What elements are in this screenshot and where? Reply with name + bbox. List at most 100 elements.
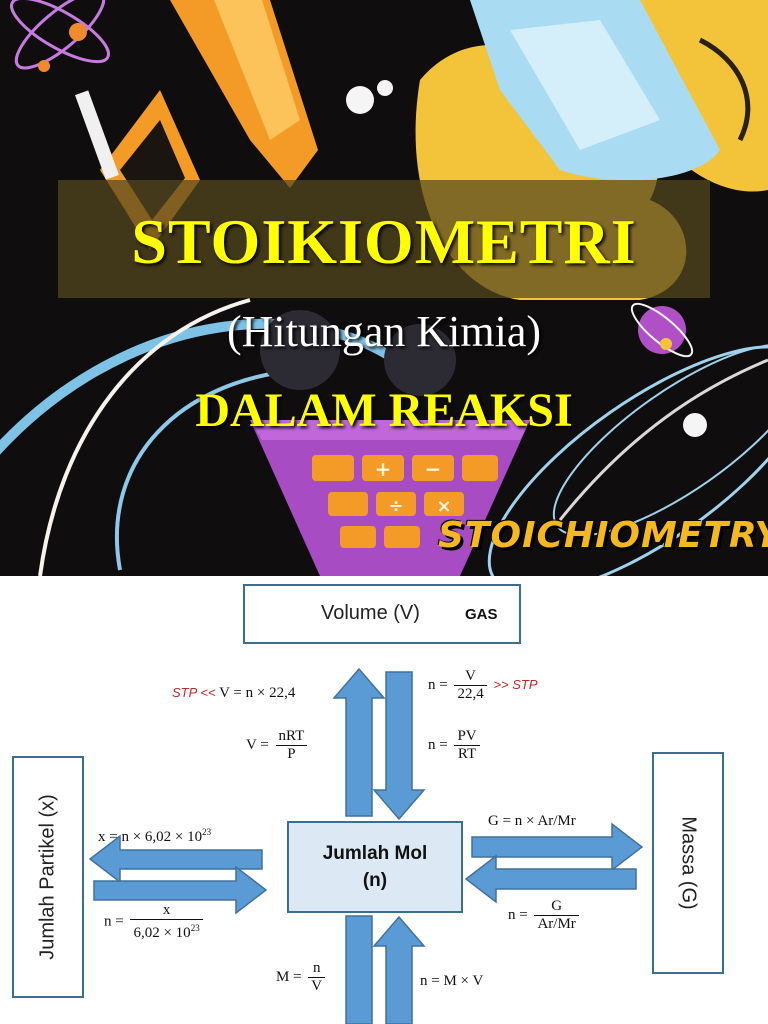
stoichiometry-label: STOICHIOMETRY [438,515,768,556]
white-bar [75,90,119,180]
denominator: P [287,746,296,762]
denominator: RT [457,746,477,762]
formula-v-from-n: STP << V = n × 22,4 [172,684,295,702]
numerator: G [534,898,579,916]
formula-lhs: n = [428,676,448,693]
numerator: x [130,902,203,920]
atom-nucleus [69,23,87,41]
calc-key [328,492,368,516]
funnel-rim [250,420,530,440]
calc-key [384,526,420,548]
numerator: V [454,668,487,686]
blue-line [114,368,301,571]
numerator: n [308,960,326,978]
calc-minus: − [425,457,442,481]
atom-ring [630,302,694,358]
fraction: x 6,02 × 1023 [130,902,203,942]
denominator: 22,4 [457,686,484,702]
orange-tube [170,0,318,188]
gas-tag: GAS [465,606,498,623]
formula-lhs: M = [276,968,302,985]
dark-bubble [260,310,340,390]
formula-lhs: n = [508,906,528,923]
white-swirl [38,298,251,576]
orbit-ring-inner [552,343,768,537]
calc-times: × [436,496,451,517]
calc-key [362,455,404,481]
fraction: n V [308,960,326,995]
formula-text: x = n × 6,02 × 10 [98,829,203,845]
volume-label: Volume (V) [321,602,420,624]
formula-lhs: n = [428,736,448,753]
arrow-right-to-mass [471,822,644,872]
title-band [58,180,710,298]
calc-divide: ÷ [388,496,403,517]
stp-left-label: STP << [172,685,216,700]
exponent: 23 [202,827,212,837]
calc-key [424,492,464,516]
white-blob-right [683,413,707,437]
numerator: PV [454,728,480,746]
smoke-outline [698,37,751,142]
den-text: 6,02 × 10 [133,925,191,941]
purple-atom [638,306,686,354]
arrow-down-to-molarity [345,915,373,1024]
mole-box: Jumlah Mol (n) [287,821,463,913]
fraction: PV RT [454,728,480,763]
atom-dot [660,338,672,350]
formula-n-from-g: n = G Ar/Mr [508,898,582,933]
mole-symbol: (n) [362,870,388,891]
mole-label: Jumlah Mol [322,843,428,864]
calc-plus: + [375,457,392,481]
arrow-down-from-volume [372,671,426,821]
grey-swirl [558,358,768,521]
fraction: V 22,4 [454,668,487,703]
exponent: 23 [190,923,200,933]
formula-n-from-molarity: n = M × V [420,972,483,990]
formula-n-ideal-gas: n = PV RT [428,728,483,763]
atom-orbit [10,0,110,64]
formula-text: n = M × V [420,973,484,989]
calc-key [376,492,416,516]
mole-conversion-diagram: Volume (V) GAS Jumlah Partikel (x) Massa… [0,576,768,1024]
fraction: G Ar/Mr [534,898,579,933]
stp-right-label: >> STP [493,676,538,692]
fraction: nRT P [275,728,308,763]
formula-g-from-n: G = n × Ar/Mr [488,812,576,830]
formula-x-from-n: x = n × 6,02 × 1023 [98,823,211,846]
formula-molarity: M = n V [276,960,328,995]
page-subtitle-2: DALAM REAKSI [195,384,573,437]
particle-label: Jumlah Partikel (x) [36,794,59,960]
dark-bubble-2 [384,324,456,396]
calc-key [462,455,498,481]
arrow-up-to-volume [332,667,386,817]
denominator: Ar/Mr [537,916,576,932]
volume-box: Volume (V) GAS [243,584,521,644]
arrows-layer [88,667,644,1024]
formula-text: G = n × Ar/Mr [488,813,576,829]
orange-tube-highlight [214,0,300,140]
formula-n-from-v: n = V 22,4 >> STP [428,668,538,703]
white-blob-small [377,80,393,96]
cover-illustration: + − ÷ × STOIKIOMETRI (Hitungan Kimia) DA… [0,0,768,576]
white-blob [346,86,374,114]
denominator: V [311,978,323,994]
atom-orbit-2 [14,0,106,70]
formula-text: V = n × 22,4 [219,685,296,701]
arrow-up-from-molarity [372,915,426,1024]
mass-box: Massa (G) [652,752,724,974]
mass-label: Massa (G) [677,816,700,910]
page-subtitle: (Hitungan Kimia) [226,307,542,356]
orbit-ring [487,345,768,576]
numerator: nRT [275,728,308,746]
blue-swirl [0,318,424,455]
formula-v-ideal-gas: V = nRT P [246,728,310,763]
particle-box: Jumlah Partikel (x) [12,756,84,998]
atom-electron [38,60,50,72]
calc-key [412,455,454,481]
arrow-right-from-particle [93,865,268,915]
blue-flask-highlight [510,20,660,150]
calc-key [312,455,354,481]
page-title: STOIKIOMETRI [131,206,637,277]
arrow-left-from-mass [464,854,637,904]
